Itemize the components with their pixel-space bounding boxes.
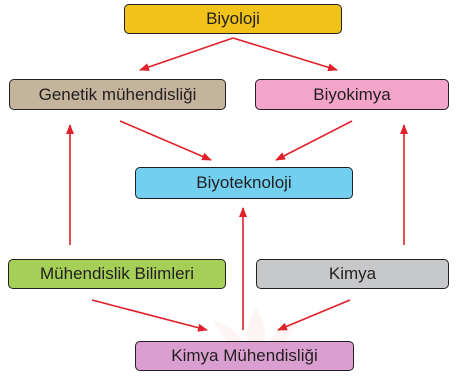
node-label: Biyokimya (313, 84, 391, 104)
arrow-biyoloji-to-biyokimya (232, 37, 338, 72)
arrow-biyoloji-to-genetik (139, 37, 234, 71)
node-genetik-muhendisligi: Genetik mühendisliği (9, 79, 226, 110)
node-kimya: Kimya (256, 259, 449, 289)
node-label: Biyoloji (206, 9, 260, 28)
node-label: Kimya (328, 264, 377, 283)
arrow-muhbil-to-kimmuh (91, 299, 208, 332)
node-biyoloji: Biyoloji (124, 4, 342, 34)
node-biyokimya: Biyokimya (255, 79, 449, 110)
node-label: Biyoteknoloji (196, 173, 292, 192)
node-label: Genetik mühendisliği (38, 84, 197, 104)
node-muhendislik-bilimleri: Mühendislik Bilimleri (8, 259, 226, 289)
node-label: Kimya Mühendisliği (171, 346, 318, 365)
arrow-kimya-to-kimmuh (277, 299, 351, 331)
node-label: Mühendislik Bilimleri (40, 264, 194, 283)
arrow-genetik-to-biyoteknoloji (119, 120, 212, 161)
arrow-biyokimya-to-biyoteknoloji (275, 120, 353, 161)
node-kimya-muhendisligi: Kimya Mühendisliği (135, 341, 354, 371)
node-biyoteknoloji: Biyoteknoloji (135, 167, 353, 199)
